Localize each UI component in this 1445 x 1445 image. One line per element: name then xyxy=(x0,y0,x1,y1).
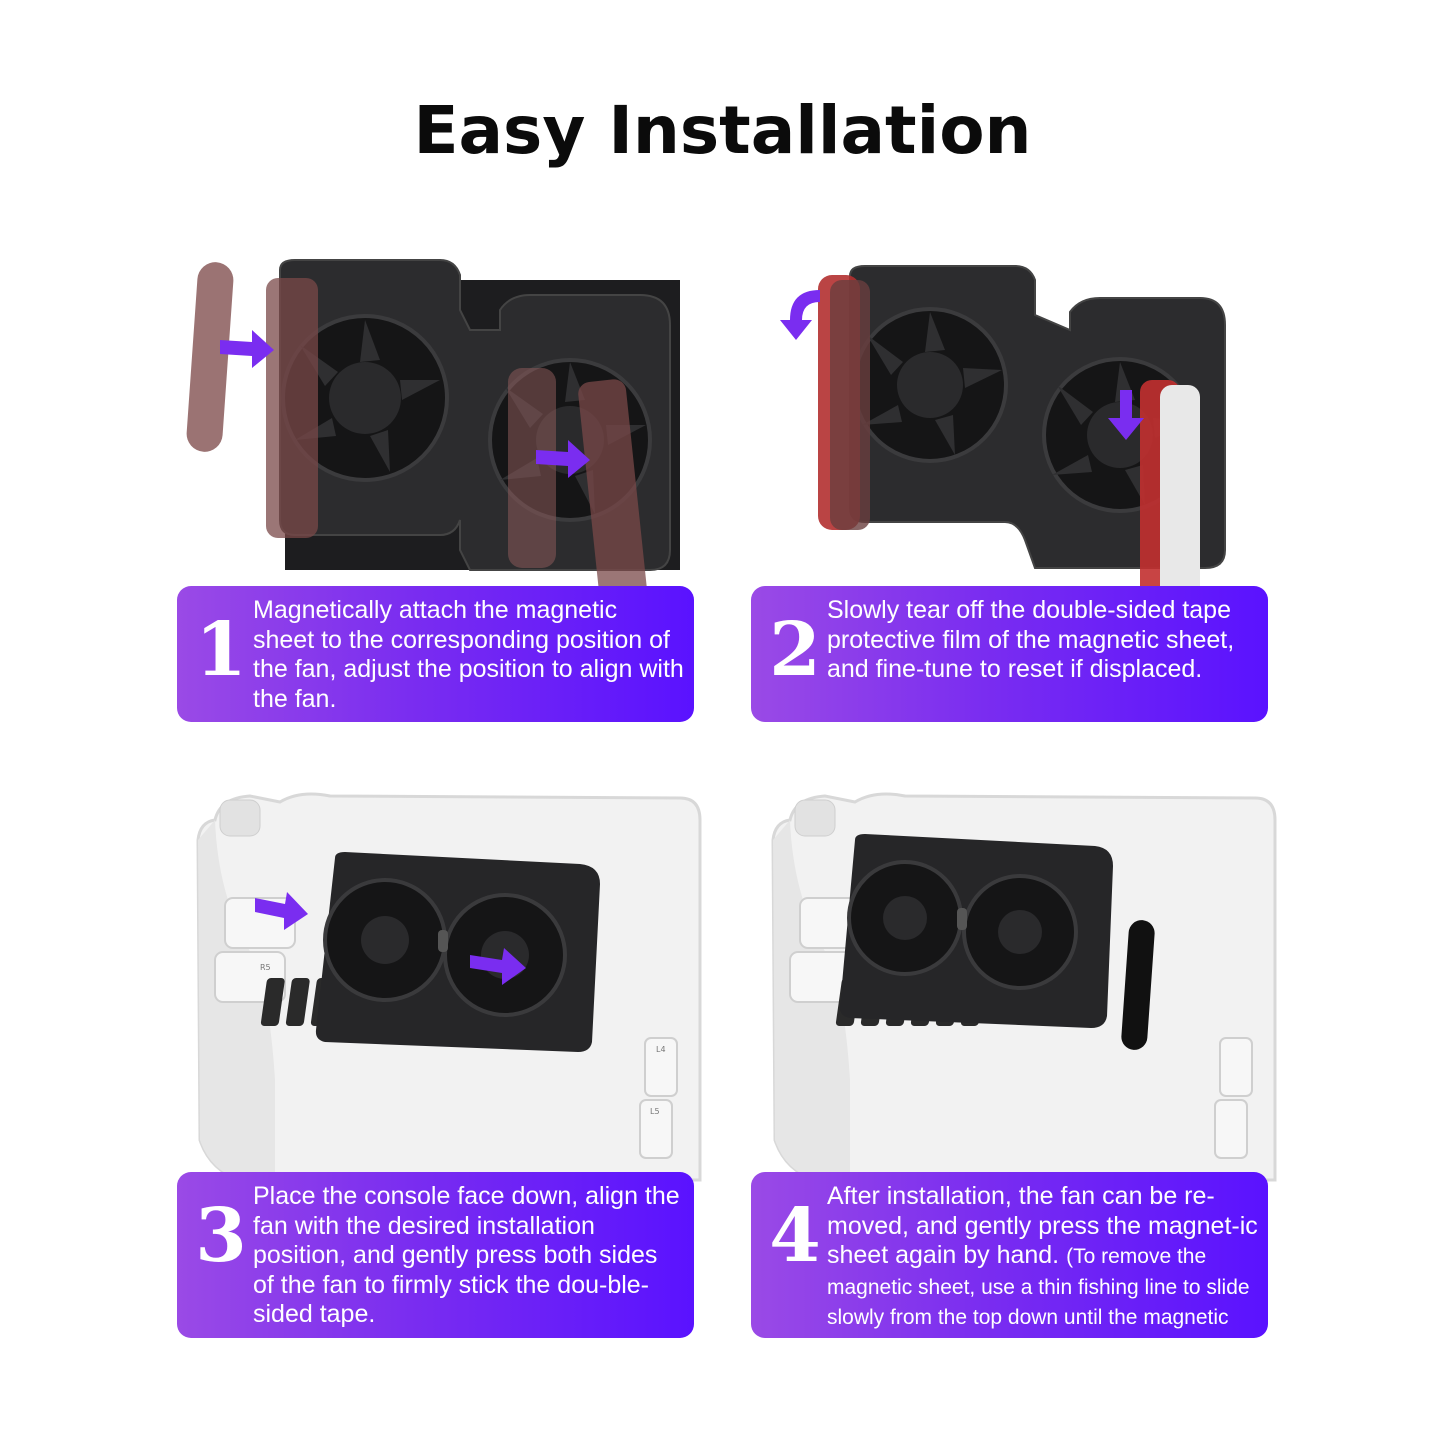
step-number: 2 xyxy=(769,607,821,693)
step-text: After installation, the fan can be re-mo… xyxy=(827,1182,1258,1363)
step-text: Magnetically attach the magnetic sheet t… xyxy=(253,596,684,713)
back-button-l5: L5 xyxy=(639,1099,673,1159)
step-text: Slowly tear off the double-sided tape pr… xyxy=(827,596,1235,683)
step-card-3: 3 Place the console face down, align the… xyxy=(177,1172,694,1338)
arrow-right-icon xyxy=(255,892,526,985)
magnetic-sheet-left xyxy=(266,278,318,538)
step-number: 3 xyxy=(195,1193,247,1279)
step-card-4: 4 After installation, the fan can be re-… xyxy=(751,1172,1268,1360)
step-card-1: 1 Magnetically attach the magnetic sheet… xyxy=(177,586,694,722)
back-button-l4 xyxy=(1219,1037,1253,1097)
l4-label: L4 xyxy=(656,1045,666,1054)
page-title: Easy Installation xyxy=(413,92,1032,169)
fan-unit xyxy=(839,834,1113,1028)
r5-label: R5 xyxy=(260,963,271,972)
step3-illustration: R4 R5 L4 L5 xyxy=(160,780,720,1200)
step-number: 4 xyxy=(769,1193,821,1279)
step4-illustration xyxy=(735,780,1295,1200)
arrow-right-icon xyxy=(220,330,590,478)
step-main-text: After installation, the fan can be re-mo… xyxy=(827,1182,1258,1269)
back-button-l4: L4 xyxy=(644,1037,678,1097)
fan-unit xyxy=(315,852,600,1052)
magnetic-sheet-right xyxy=(578,379,650,631)
rotate-arrow-icon xyxy=(780,290,1144,440)
l5-label: L5 xyxy=(650,1107,660,1116)
step2-illustration xyxy=(760,250,1320,670)
step-text: Place the console face down, align the f… xyxy=(253,1182,680,1328)
magnetic-sheet xyxy=(1121,920,1155,1050)
magnetic-sheet xyxy=(186,262,234,452)
magnetic-sheet-left xyxy=(830,280,870,530)
back-button-l5 xyxy=(1214,1099,1248,1159)
step-note: (To remove the magnetic sheet, use a thi… xyxy=(827,1245,1250,1360)
magnetic-sheet-right xyxy=(1160,385,1200,635)
magnetic-sheet-floating xyxy=(508,368,556,568)
step1-illustration xyxy=(170,250,730,670)
step-card-2: 2 Slowly tear off the double-sided tape … xyxy=(751,586,1268,722)
step-number: 1 xyxy=(195,607,247,693)
